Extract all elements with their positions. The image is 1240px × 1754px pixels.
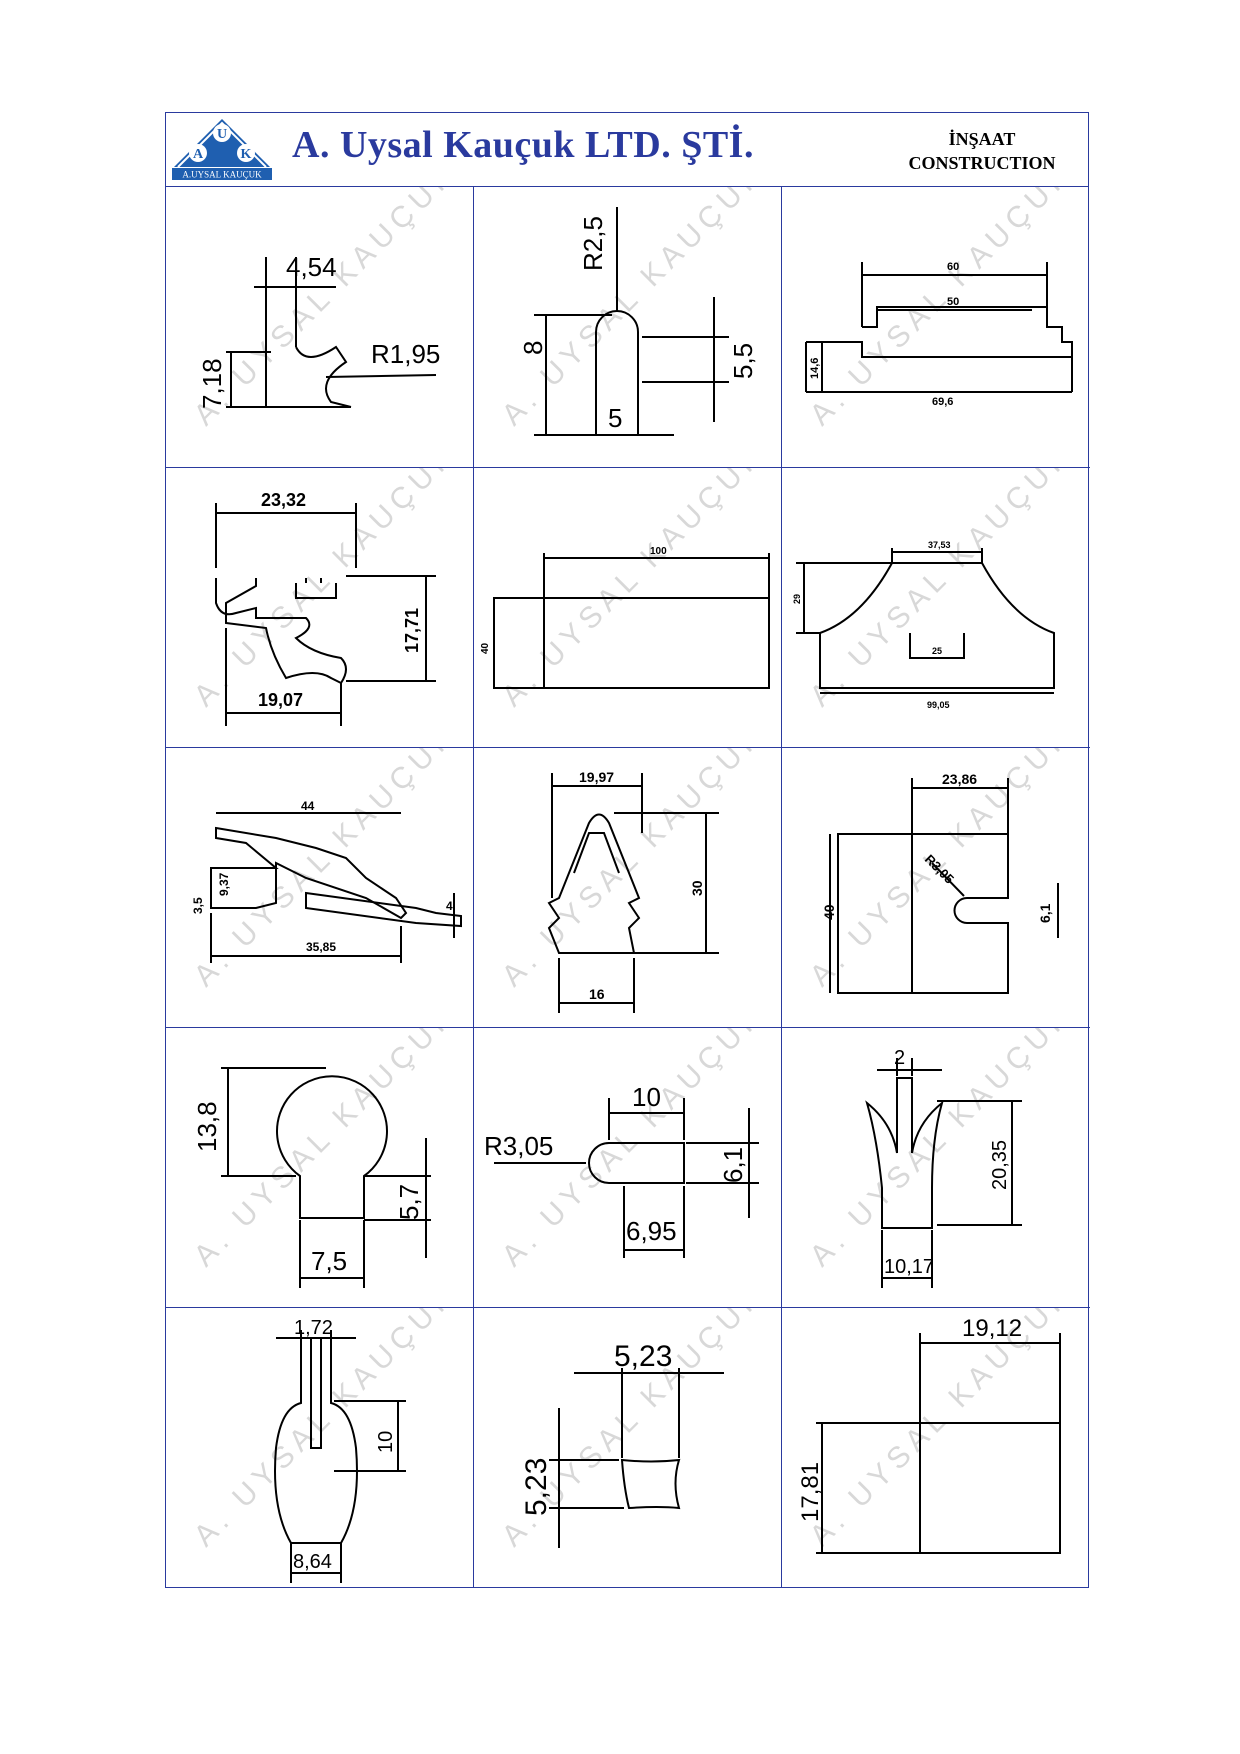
- profile-cell-7: A. UYSAL KAUÇUK 44 9,37 3,5 4 35,85: [166, 748, 474, 1028]
- dim-label: 13,8: [192, 1101, 222, 1152]
- profile-cell-13: A. UYSAL KAUÇUK 1,72 10 8,64: [166, 1308, 474, 1588]
- dim-label: 2: [894, 1047, 905, 1069]
- logo-caption: A.UYSAL KAUÇUK: [182, 170, 262, 180]
- profile-drawing-7: A. UYSAL KAUÇUK 44 9,37 3,5 4 35,85: [188, 748, 464, 993]
- dim-label: 10: [632, 1082, 661, 1112]
- dim-label: 19,07: [258, 690, 303, 710]
- dim-label: 20,35: [989, 1140, 1011, 1190]
- profile-drawing-14: A. UYSAL KAUÇUK 5,23 5,23: [496, 1308, 772, 1553]
- company-logo: U A K A.UYSAL KAUÇUK: [170, 117, 274, 181]
- profile-drawing-12: A. UYSAL KAUÇUK 2 20,35 10,17: [804, 1028, 1080, 1288]
- profile-cell-10: A. UYSAL KAUÇUK 13,8 5,7 7,5: [166, 1028, 474, 1308]
- dim-label: 35,85: [306, 940, 336, 954]
- profile-drawing-10: A. UYSAL KAUÇUK 13,8 5,7 7,5: [188, 1028, 464, 1288]
- watermark: A. UYSAL KAUÇUK: [496, 187, 772, 432]
- dim-label: 4: [446, 899, 453, 913]
- watermark: A. UYSAL KAUÇUK: [496, 468, 772, 713]
- dim-label: 19,97: [579, 769, 614, 785]
- profile-drawing-8: A. UYSAL KAUÇUK 19,97 30 16: [496, 748, 772, 1013]
- dim-label: 5: [608, 403, 622, 433]
- dim-label: 10,17: [884, 1256, 934, 1278]
- profile-grid: A. UYSAL KAUÇUK 4,54 7,18 R1,95: [166, 187, 1090, 1588]
- category-line-english: CONSTRUCTION: [908, 153, 1056, 173]
- profile-cell-6: A. UYSAL KAUÇUK 37,53 29 25 99,05: [782, 468, 1090, 748]
- watermark: A. UYSAL KAUÇUK: [188, 187, 464, 432]
- dim-label: 99,05: [927, 700, 950, 710]
- category-line-turkish: İNŞAAT: [948, 129, 1016, 149]
- dim-label: 7,5: [311, 1246, 347, 1276]
- dim-label: R1,95: [371, 339, 440, 369]
- dim-label: 14,6: [809, 358, 821, 379]
- dim-label: 5,23: [614, 1340, 672, 1373]
- watermark: A. UYSAL KAUÇUK: [804, 1028, 1080, 1273]
- dim-label: 9,37: [217, 872, 231, 896]
- dim-label: 3,5: [191, 897, 205, 914]
- profile-drawing-13: A. UYSAL KAUÇUK 1,72 10 8,64: [188, 1308, 464, 1583]
- profile-drawing-4: A. UYSAL KAUÇUK 23,32 17,71 19,07: [188, 468, 464, 726]
- profile-drawing-5: A. UYSAL KAUÇUK 100 40: [480, 468, 772, 713]
- dim-label: 5,7: [394, 1184, 424, 1220]
- dim-label: 23,32: [261, 490, 306, 510]
- profile-drawing-9: A. UYSAL KAUÇUK 23,86 R3,05 40 6,1: [804, 748, 1080, 994]
- dim-label: 17,71: [402, 608, 422, 653]
- profile-cell-9: A. UYSAL KAUÇUK 23,86 R3,05 40 6,1: [782, 748, 1090, 1028]
- dim-label: 1,72: [294, 1317, 333, 1339]
- dim-label: 60: [947, 261, 959, 273]
- dim-label: 8: [518, 341, 548, 355]
- profile-cell-14: A. UYSAL KAUÇUK 5,23 5,23: [474, 1308, 782, 1588]
- logo-letter-a: A: [193, 147, 204, 162]
- profile-drawing-6: A. UYSAL KAUÇUK 37,53 29 25 99,05: [792, 468, 1080, 713]
- dim-label: 50: [947, 296, 959, 308]
- profile-drawing-3: A. UYSAL KAUÇUK 60 50 14,6 69,6: [804, 187, 1080, 432]
- watermark: A. UYSAL KAUÇUK: [804, 468, 1080, 713]
- profile-drawing-1: A. UYSAL KAUÇUK 4,54 7,18 R1,95: [188, 187, 464, 432]
- profile-cell-8: A. UYSAL KAUÇUK 19,97 30 16: [474, 748, 782, 1028]
- profile-cell-4: A. UYSAL KAUÇUK 23,32 17,71 19,07: [166, 468, 474, 748]
- dim-label: 44: [301, 799, 315, 813]
- company-name: A. Uysal Kauçuk LTD. ŞTİ.: [292, 124, 754, 166]
- dim-label: 8,64: [293, 1551, 332, 1573]
- dim-label: 5,5: [728, 343, 758, 379]
- dim-label: 4,54: [286, 252, 337, 282]
- header: U A K A.UYSAL KAUÇUK A. Uysal Kauçuk LTD…: [166, 113, 1088, 187]
- dim-label: 29: [792, 594, 802, 604]
- logo-letter-u: U: [217, 127, 227, 142]
- dim-label: 69,6: [932, 396, 953, 408]
- dim-label: 40: [821, 904, 837, 920]
- profile-cell-11: A. UYSAL KAUÇUK 10 R3,05 6,1: [474, 1028, 782, 1308]
- profile-cell-12: A. UYSAL KAUÇUK 2 20,35 10,17: [782, 1028, 1090, 1308]
- watermark: A. UYSAL KAUÇUK: [188, 1308, 464, 1553]
- profile-cell-3: A. UYSAL KAUÇUK 60 50 14,6 69,6: [782, 187, 1090, 468]
- category-title: İNŞAAT CONSTRUCTION: [892, 127, 1072, 175]
- dim-label: 100: [650, 546, 667, 557]
- profile-drawing-15: A. UYSAL KAUÇUK 19,12 17,81: [797, 1308, 1080, 1554]
- watermark: A. UYSAL KAUÇUK: [496, 748, 772, 993]
- dim-label: 5,23: [520, 1458, 553, 1516]
- dim-label: 17,81: [797, 1462, 824, 1522]
- catalog-sheet: U A K A.UYSAL KAUÇUK A. Uysal Kauçuk LTD…: [165, 112, 1090, 1588]
- dim-label: 19,12: [962, 1315, 1022, 1342]
- profile-drawing-11: A. UYSAL KAUÇUK 10 R3,05 6,1: [484, 1028, 772, 1273]
- dim-label: 6,1: [1037, 903, 1053, 923]
- dim-label: R3,05: [484, 1131, 553, 1161]
- dim-label: 37,53: [928, 540, 951, 550]
- profile-cell-15: A. UYSAL KAUÇUK 19,12 17,81: [782, 1308, 1090, 1588]
- dim-label: 6,95: [626, 1216, 677, 1246]
- dim-label: 10: [375, 1431, 397, 1453]
- dim-label: R2,5: [578, 216, 608, 271]
- dim-label: 7,18: [197, 358, 227, 409]
- dim-label: 40: [480, 642, 491, 654]
- profile-cell-5: A. UYSAL KAUÇUK 100 40: [474, 468, 782, 748]
- dim-label: 6,1: [718, 1147, 748, 1183]
- profile-cell-1: A. UYSAL KAUÇUK 4,54 7,18 R1,95: [166, 187, 474, 468]
- watermark: A. UYSAL KAUÇUK: [188, 1028, 464, 1273]
- dim-label: 23,86: [942, 771, 977, 787]
- dim-label: 16: [589, 986, 605, 1002]
- dim-label: 25: [932, 646, 942, 656]
- dim-label: 30: [689, 880, 705, 896]
- watermark: A. UYSAL KAUÇUK: [804, 1308, 1080, 1553]
- profile-cell-2: A. UYSAL KAUÇUK R2,5 8 5,5 5: [474, 187, 782, 468]
- profile-drawing-2: A. UYSAL KAUÇUK R2,5 8 5,5 5: [496, 187, 772, 436]
- logo-letter-k: K: [241, 147, 252, 162]
